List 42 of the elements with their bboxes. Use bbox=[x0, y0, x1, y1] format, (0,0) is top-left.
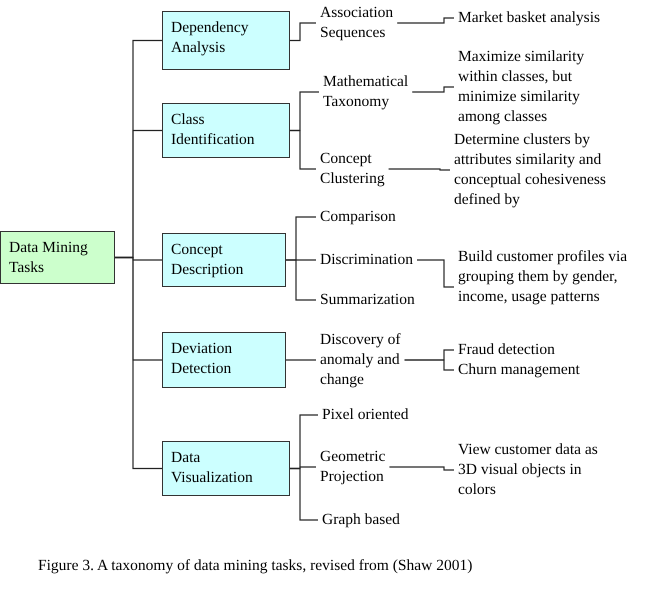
box-label: Concept Description bbox=[171, 240, 244, 280]
box-label: Data Mining Tasks bbox=[9, 238, 89, 278]
box-label: Deviation Detection bbox=[171, 339, 234, 379]
item-text: Comparison bbox=[320, 207, 397, 227]
item-text: Geometric Projection bbox=[320, 447, 386, 487]
connector-line bbox=[404, 359, 454, 371]
item-text: Fraud detection bbox=[458, 340, 556, 360]
item-text: Graph based bbox=[322, 510, 401, 530]
item-text: Discrimination bbox=[320, 250, 414, 270]
item-text: Churn management bbox=[458, 360, 581, 380]
box-label: Dependency Analysis bbox=[171, 18, 250, 58]
connector-line bbox=[389, 466, 454, 471]
box-label: Data Visualization bbox=[171, 448, 254, 488]
root-category-box bbox=[0, 231, 115, 284]
item-text: Market basket analysis bbox=[458, 8, 602, 28]
item-text: Association Sequences bbox=[320, 3, 394, 43]
category-box bbox=[162, 332, 286, 388]
item-text: Summarization bbox=[320, 290, 416, 310]
item-text: Build customer profiles via grouping them by gender, income, usage patterns bbox=[458, 247, 628, 307]
connector-line bbox=[286, 359, 316, 361]
connector-line bbox=[115, 256, 162, 470]
item-text: Mathematical Taxonomy bbox=[323, 72, 410, 112]
connector-line bbox=[417, 259, 454, 288]
connector-line bbox=[412, 86, 454, 93]
item-text: Concept Clustering bbox=[320, 149, 386, 189]
connector-line bbox=[290, 130, 316, 170]
item-text: Discovery of anomaly and change bbox=[320, 330, 402, 390]
category-box bbox=[162, 103, 290, 158]
category-box bbox=[162, 441, 290, 496]
connector-line bbox=[286, 259, 316, 301]
item-text: Determine clusters by attributes similarity and conceptual cohesiveness defined by bbox=[454, 130, 607, 210]
item-text: View customer data as 3D visual objects in colors bbox=[458, 440, 599, 500]
connector-line bbox=[388, 168, 450, 171]
item-text: Pixel oriented bbox=[322, 405, 410, 425]
figure-caption: Figure 3. A taxonomy of data mining tasks, revised from (Shaw 2001) bbox=[38, 556, 472, 576]
connector-line bbox=[290, 468, 318, 521]
connector-line bbox=[290, 22, 316, 42]
box-label: Class Identification bbox=[171, 110, 256, 150]
item-text: Maximize similarity within classes, but minimize similarity among classes bbox=[458, 47, 586, 127]
category-box bbox=[162, 11, 290, 70]
category-box bbox=[162, 233, 286, 287]
connector-line bbox=[397, 17, 454, 24]
